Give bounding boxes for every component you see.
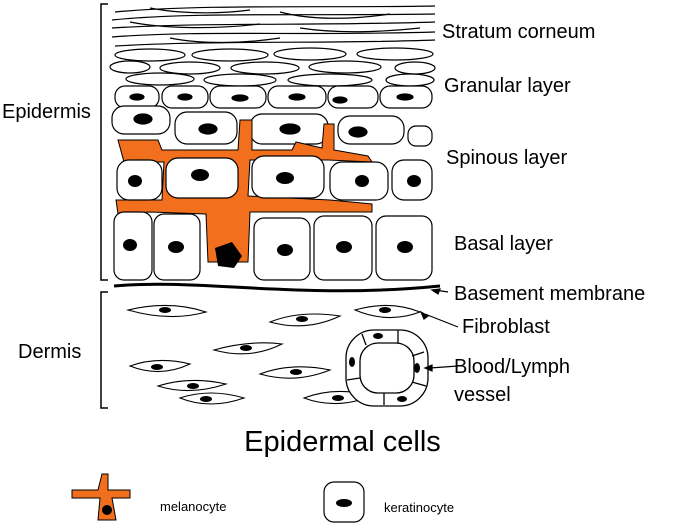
stratum-corneum-label: Stratum corneum (442, 21, 596, 43)
label-pointers (419, 288, 459, 372)
legend-keratinocyte-label: keratinocyte (384, 500, 455, 515)
granular-layer-label: Granular layer (444, 75, 571, 97)
legend-keratinocyte-icon (323, 481, 365, 523)
dermis-bracket (100, 291, 108, 409)
diagram-title: Epidermal cells (244, 426, 441, 458)
fibroblast-label: Fibroblast (462, 316, 550, 338)
spinous-layer-label: Spinous layer (446, 147, 568, 169)
epidermis-label: Epidermis (2, 101, 91, 123)
basal-nuclei (123, 239, 413, 268)
basement-membrane-label: Basement membrane (454, 283, 646, 305)
vessel-nuclei (349, 333, 420, 402)
fibroblast-nuclei (151, 307, 391, 402)
blood-lymph-vessel (345, 329, 429, 407)
dermis-fibroblasts (125, 304, 422, 405)
legend-melanocyte-icon (71, 473, 131, 521)
stratum-corneum-cells (109, 5, 436, 87)
granular-layer-cells (111, 85, 433, 147)
basal-layer-cells (113, 211, 433, 281)
vessel-label-line2: vessel (454, 384, 511, 406)
vessel-label-line1: Blood/Lymph (454, 356, 570, 378)
basement-membrane-line (113, 282, 441, 293)
basal-layer-label: Basal layer (454, 233, 553, 255)
spinous-nuclei (128, 169, 421, 187)
legend-melanocyte-label: melanocyte (160, 499, 227, 514)
dermis-label: Dermis (18, 341, 82, 363)
epidermis-bracket (100, 3, 108, 281)
